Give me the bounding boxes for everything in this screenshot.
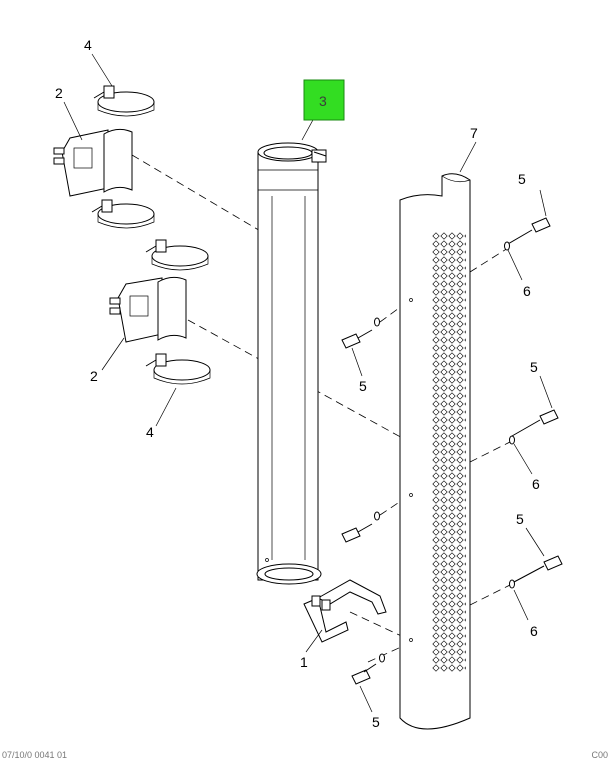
callout-1[interactable]: 1 — [300, 654, 308, 670]
callout-6-top[interactable]: 6 — [523, 283, 531, 299]
callout-7[interactable]: 7 — [470, 125, 478, 141]
callout-4-top[interactable]: 4 — [84, 37, 92, 53]
heat-shield — [399, 173, 471, 730]
highlight-box[interactable] — [303, 79, 345, 121]
callout-5-right-top[interactable]: 5 — [518, 171, 526, 187]
callout-6-bottom[interactable]: 6 — [530, 623, 538, 639]
callout-5-left-bottom[interactable]: 5 — [372, 714, 380, 730]
exhaust-tube — [256, 142, 327, 585]
footer-code-right: C00 — [591, 750, 608, 760]
callout-5-left-top[interactable]: 5 — [359, 378, 367, 394]
leader-lines — [63, 53, 553, 713]
lower-support-bracket — [303, 579, 387, 643]
callout-5-right-middle[interactable]: 5 — [530, 359, 538, 375]
callout-2-top[interactable]: 2 — [55, 85, 63, 101]
callout-4-bottom[interactable]: 4 — [146, 424, 154, 440]
callout-2-bottom[interactable]: 2 — [90, 368, 98, 384]
callout-5-right-bottom[interactable]: 5 — [516, 511, 524, 527]
callout-6-middle[interactable]: 6 — [532, 476, 540, 492]
lower-bracket-assembly — [109, 239, 211, 385]
upper-bracket-assembly — [53, 85, 155, 229]
callout-3[interactable]: 3 — [319, 93, 327, 109]
footer-code-left: 07/10/0 0041 01 — [2, 750, 68, 760]
fasteners — [341, 217, 563, 685]
